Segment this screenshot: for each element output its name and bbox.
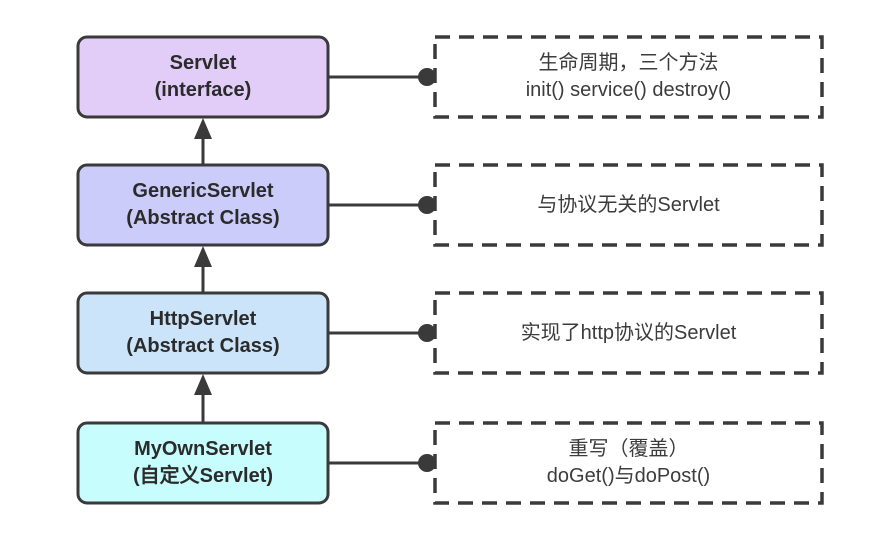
note-line: 实现了http协议的Servlet (520, 321, 737, 344)
connector-httpservlet-note (328, 324, 436, 342)
node-label-genericservlet: GenericServlet (Abstract Class) (78, 165, 328, 245)
node-subtitle: (interface) (154, 79, 252, 101)
node-subtitle: (Abstract Class) (126, 207, 280, 229)
note-line: 与协议无关的Servlet (537, 193, 720, 216)
node-title: HttpServlet (149, 308, 257, 330)
connector-myownservlet-note (328, 454, 436, 472)
note-label-lifecycle: 生命周期，三个方法 init() service() destroy() (435, 37, 822, 117)
note-box-protocol-free (433, 163, 824, 247)
note-box-override (433, 421, 824, 505)
node-title: Servlet (169, 52, 237, 74)
note-label-http-protocol: 实现了http协议的Servlet (435, 293, 822, 373)
node-title: GenericServlet (132, 180, 274, 202)
node-label-servlet: Servlet (interface) (78, 37, 328, 117)
node-subtitle: (Abstract Class) (126, 335, 280, 357)
connector-servlet-note (328, 68, 436, 86)
node-label-httpservlet: HttpServlet (Abstract Class) (78, 293, 328, 373)
note-line: 重写（覆盖） (568, 438, 689, 460)
note-label-protocol-free: 与协议无关的Servlet (435, 165, 822, 245)
note-line: doGet()与doPost() (546, 465, 711, 487)
inheritance-arrow-generic-to-servlet (194, 118, 212, 164)
connector-genericservlet-note (328, 196, 436, 214)
node-label-myownservlet: MyOwnServlet (自定义Servlet) (78, 423, 328, 503)
inheritance-arrow-myown-to-http (194, 374, 212, 422)
node-title: MyOwnServlet (134, 438, 272, 460)
node-subtitle: (自定义Servlet) (132, 465, 274, 487)
note-label-override: 重写（覆盖） doGet()与doPost() (435, 423, 822, 503)
note-box-lifecycle (433, 35, 824, 119)
note-line: 生命周期，三个方法 (538, 52, 719, 74)
inheritance-arrow-http-to-generic (194, 246, 212, 292)
note-box-http-protocol (433, 291, 824, 375)
note-line: init() service() destroy() (525, 79, 732, 101)
